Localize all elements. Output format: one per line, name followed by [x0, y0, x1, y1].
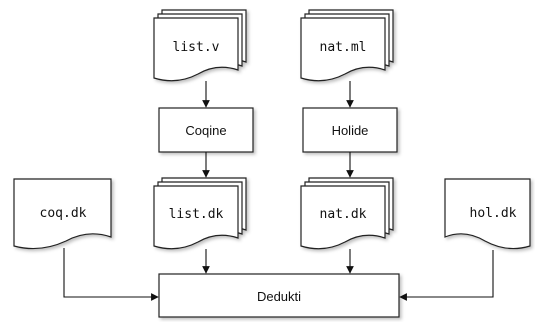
hol-dk-label: hol.dk — [470, 206, 517, 221]
arrow-coq-dk-to-dedukti — [63, 248, 159, 301]
nat-ml-label: nat.ml — [320, 40, 367, 55]
nat-dk-document-stack — [300, 177, 394, 250]
list-dk-document-stack — [153, 177, 247, 250]
nat-ml-document-stack — [300, 9, 394, 82]
coqine-label: Coqine — [185, 123, 226, 138]
nat-dk-label: nat.dk — [320, 207, 367, 222]
arrow-hol-dk-to-dedukti — [399, 250, 494, 301]
dedukti-process-box — [158, 273, 400, 318]
coq-dk-document — [13, 178, 112, 250]
dedukti-label: Dedukti — [257, 289, 301, 304]
list-v-label: list.v — [173, 40, 220, 55]
coq-dk-label: coq.dk — [40, 206, 87, 221]
list-dk-label: list.dk — [169, 207, 224, 222]
hol-dk-document — [444, 178, 531, 250]
list-v-document-stack — [153, 9, 247, 82]
holide-label: Holide — [332, 123, 369, 138]
